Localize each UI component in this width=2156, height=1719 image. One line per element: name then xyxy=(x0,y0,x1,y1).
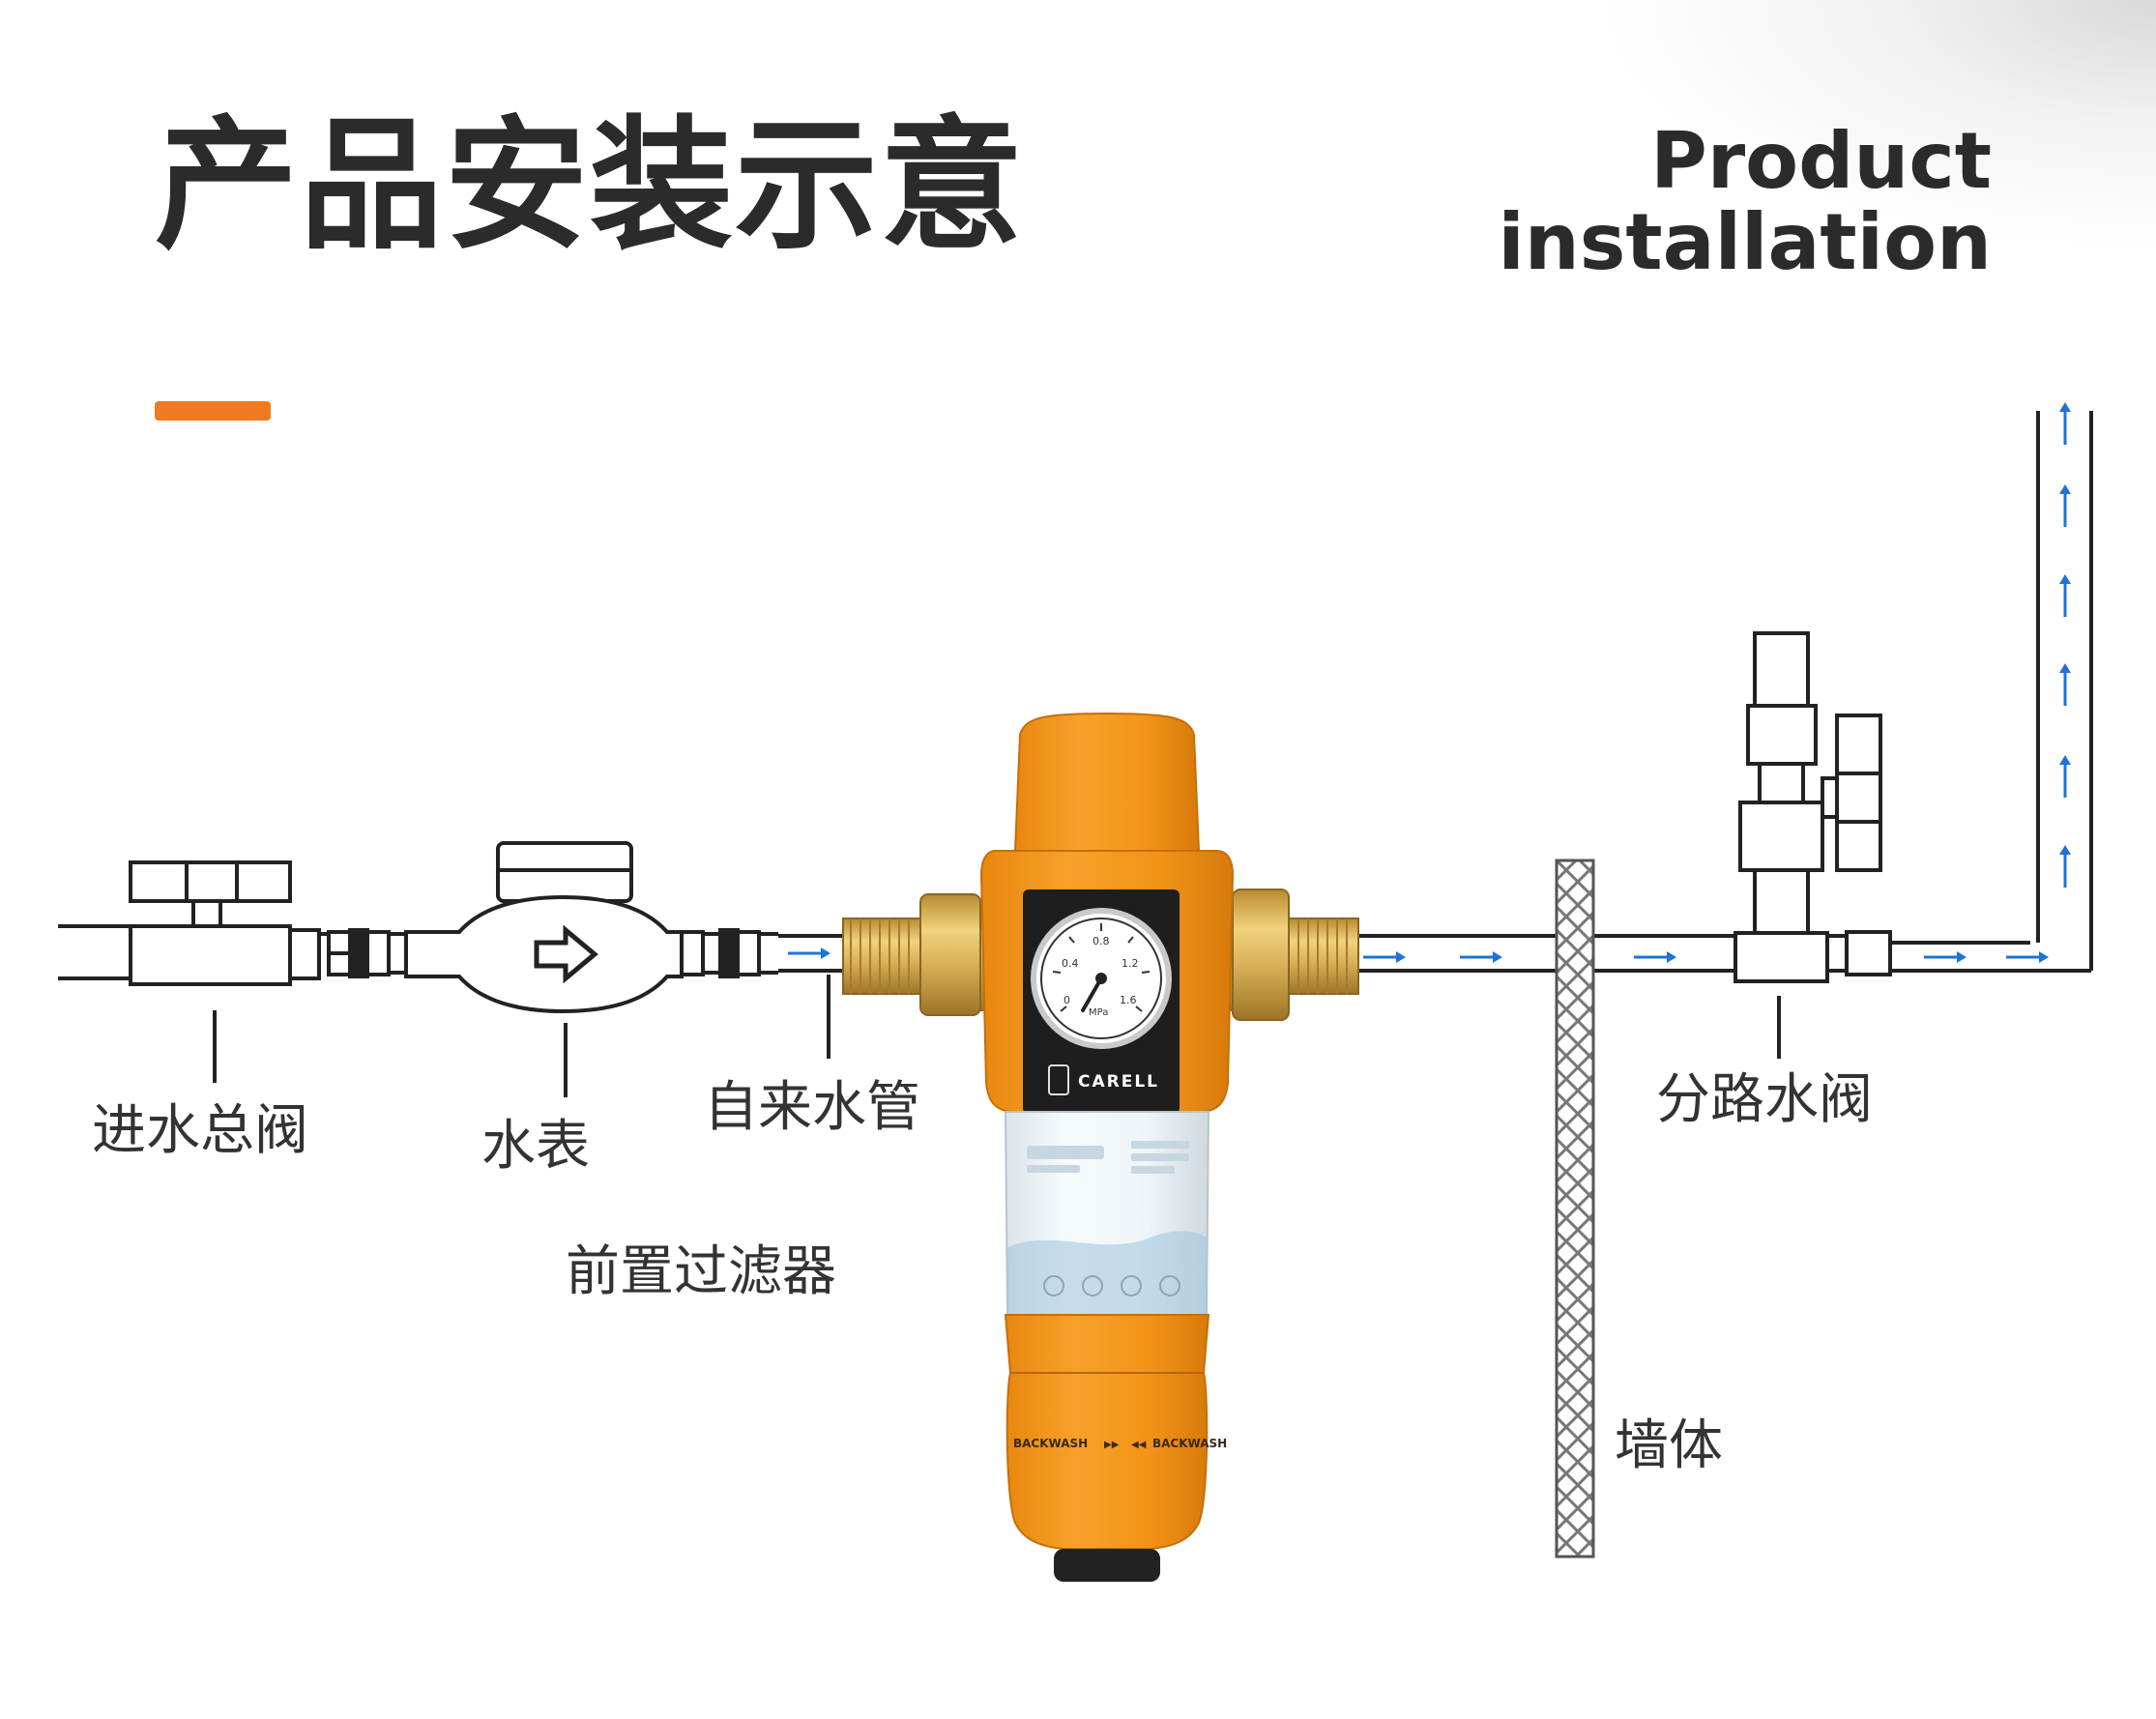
filter-outlet-connector xyxy=(1212,889,1359,1021)
flow-arrow-head xyxy=(2059,663,2071,673)
label-pre-filter: 前置过滤器 xyxy=(566,1240,836,1303)
gauge-unit: MPa xyxy=(1089,1007,1108,1018)
flow-arrow-head xyxy=(1396,951,1406,963)
inlet-pipe xyxy=(58,924,135,980)
backwash-label-left: BACKWASH xyxy=(1013,1437,1088,1450)
label-wall: 墙体 xyxy=(1615,1414,1723,1477)
tap-pipe xyxy=(778,934,843,973)
filter-drain xyxy=(1054,1549,1160,1582)
gauge-tick-2: 0.8 xyxy=(1093,935,1110,947)
title-accent-bar xyxy=(155,401,271,421)
gauge-needle xyxy=(1081,976,1103,1012)
flow-arrow-head xyxy=(1667,951,1676,963)
title-en-line1: Product xyxy=(1650,116,1992,206)
valve-meter-coupling xyxy=(319,928,406,978)
page-title-english: Product installation xyxy=(1498,121,1992,283)
flow-arrow-head xyxy=(2059,484,2071,494)
label-water-meter: 水表 xyxy=(481,1115,590,1178)
main-valve xyxy=(129,860,321,986)
flow-arrow-head xyxy=(1493,951,1502,963)
pressure-gauge: 0 0.4 0.8 1.2 1.6 MPa xyxy=(1031,908,1172,1049)
backwash-arrows-left: ▶▶ xyxy=(1104,1440,1120,1450)
backwash-label-right: BACKWASH xyxy=(1152,1437,1227,1450)
label-tap-pipe: 自来水管 xyxy=(704,1076,920,1139)
filter-top-cap xyxy=(1013,712,1201,852)
outlet-coupling xyxy=(1845,930,1892,976)
flow-arrow-head xyxy=(1957,951,1967,963)
gauge-hub xyxy=(1095,973,1107,984)
flow-arrow-head xyxy=(821,947,830,959)
gauge-tick-1: 0.4 xyxy=(1062,957,1079,970)
background-fade xyxy=(1595,0,2156,251)
flow-arrow-head xyxy=(2059,845,2071,855)
branch-valve xyxy=(1734,631,1882,983)
label-branch-valve: 分路水阀 xyxy=(1656,1068,1873,1131)
flow-arrow-head xyxy=(2039,951,2049,963)
water-meter xyxy=(404,841,778,1014)
gauge-tick-0: 0 xyxy=(1063,994,1070,1006)
brand-name: CARELL xyxy=(1078,1072,1159,1092)
flow-arrow-head xyxy=(2059,755,2071,765)
leader-lines xyxy=(213,975,1781,1097)
backwash-arrows-right: ◀◀ xyxy=(1131,1440,1147,1450)
filter-feature-icons xyxy=(1043,1275,1180,1297)
flow-arrow-head xyxy=(2059,402,2071,412)
gauge-tick-3: 1.2 xyxy=(1122,957,1139,970)
filter-inlet-connector xyxy=(842,893,1001,1016)
brand-logo xyxy=(1048,1064,1069,1095)
filter-bottom-cap xyxy=(1004,1314,1210,1550)
page-title: 产品安装示意 xyxy=(155,102,1025,269)
outlet-pipe xyxy=(1358,411,2093,973)
pre-filter-product: 0 0.4 0.8 1.2 1.6 MPa CARELL xyxy=(842,712,1359,1582)
flow-arrows xyxy=(788,402,2071,963)
title-en-line2: installation xyxy=(1498,197,1992,287)
wall-section xyxy=(1555,859,1595,1559)
filter-cartridge-marks xyxy=(1027,1141,1189,1174)
flow-arrow-head xyxy=(2059,574,2071,584)
label-main-valve: 进水总阀 xyxy=(92,1099,308,1162)
gauge-tick-4: 1.6 xyxy=(1120,994,1137,1006)
